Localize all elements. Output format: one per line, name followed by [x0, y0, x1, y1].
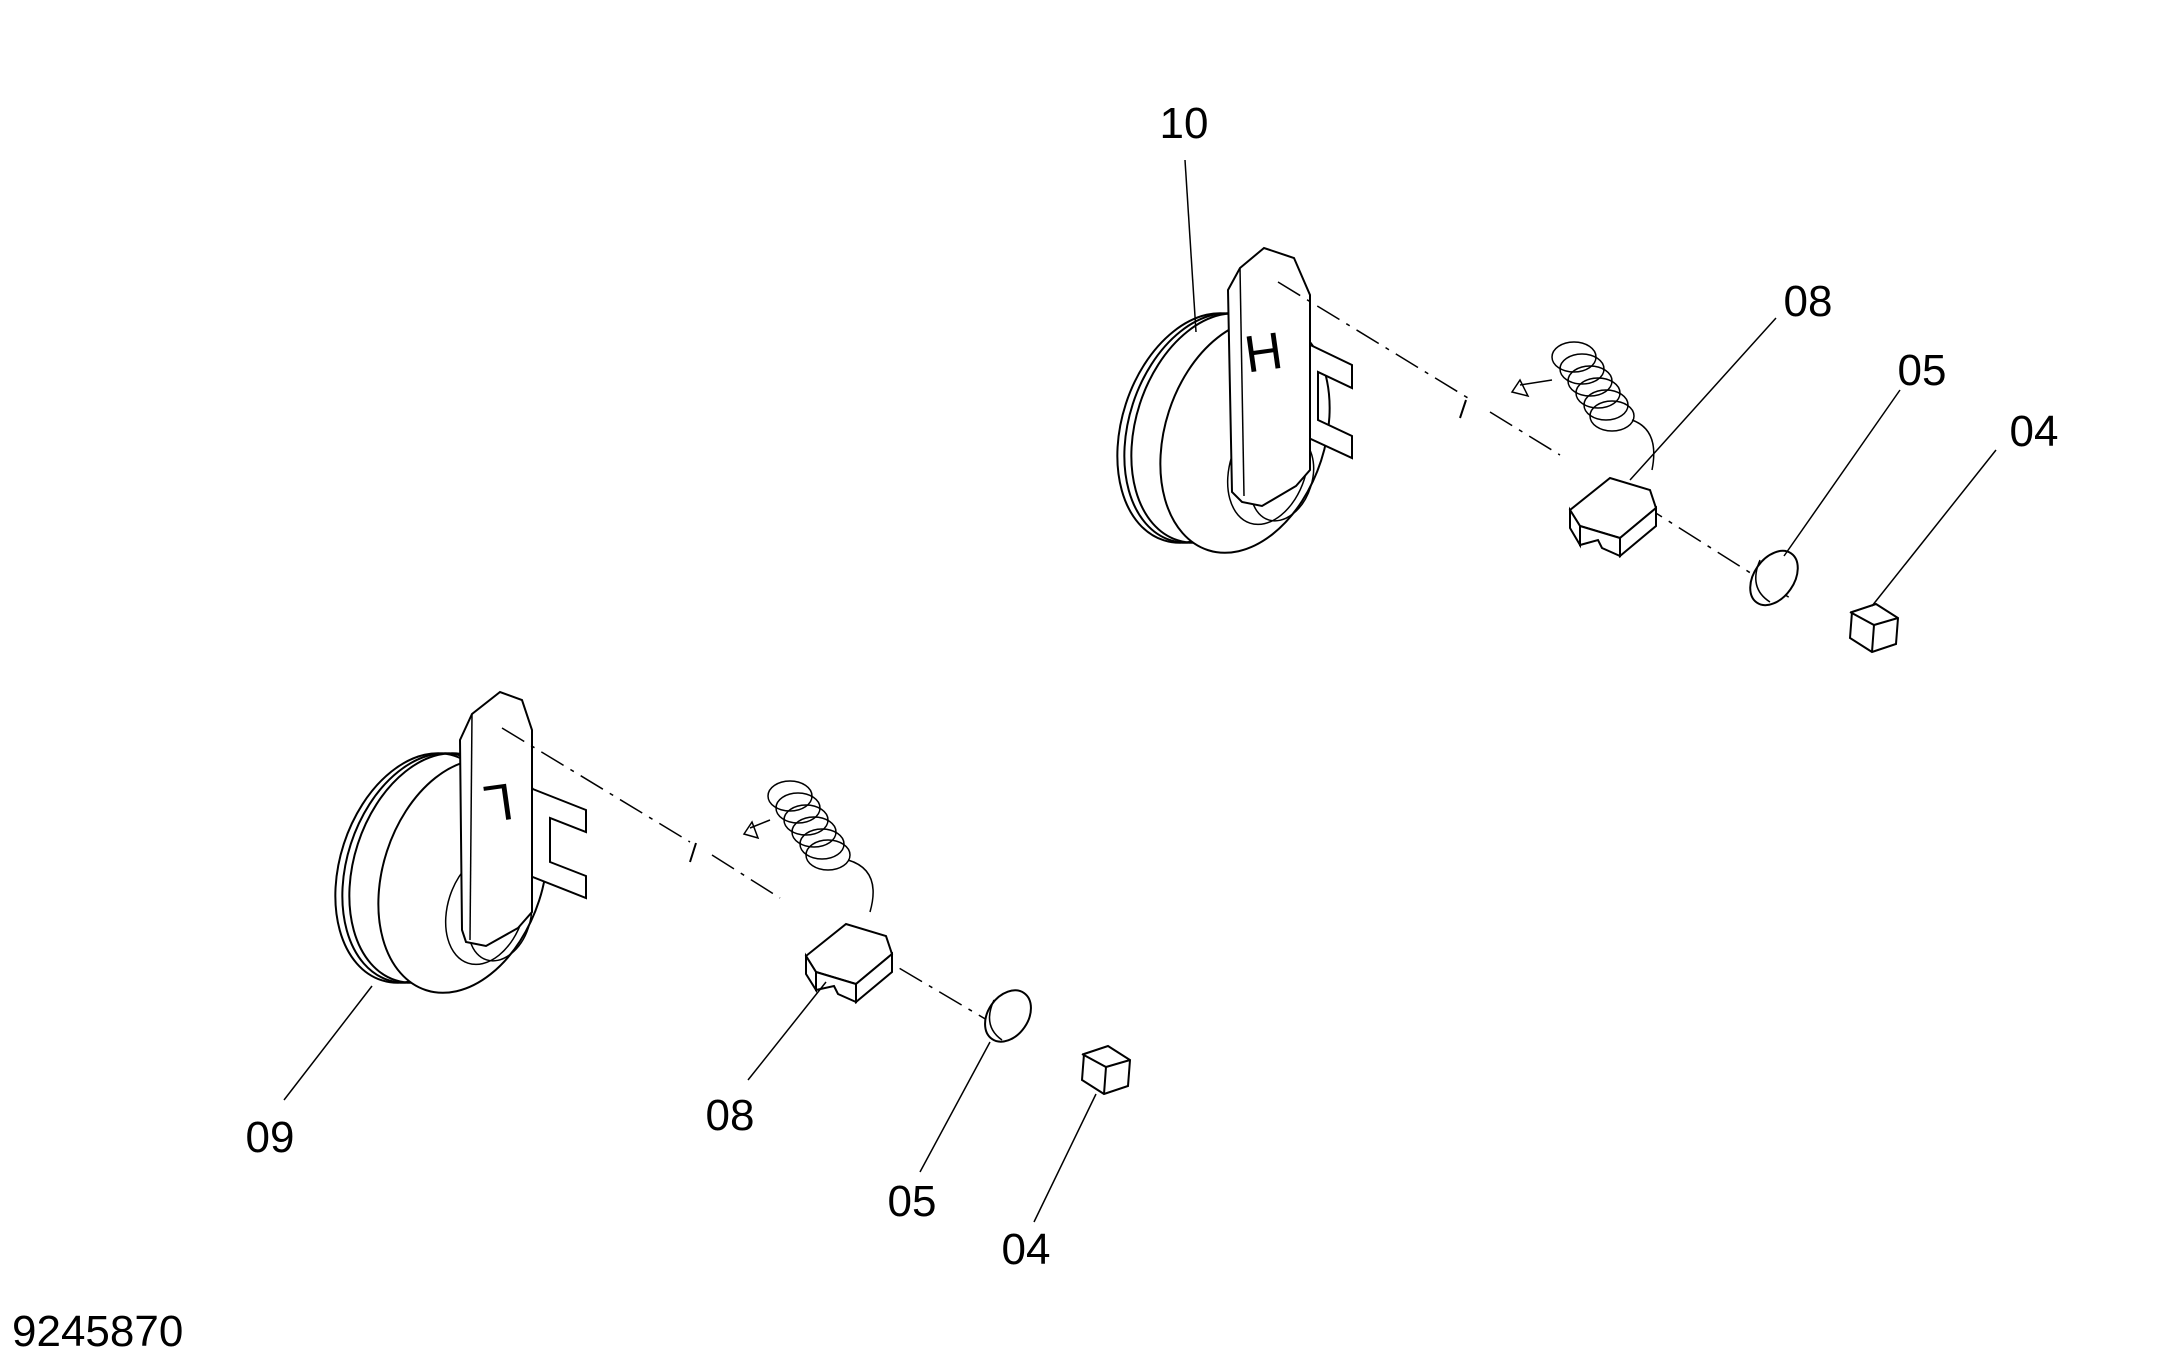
upper-horn-assembly: H [1116, 159, 1997, 654]
leader-lower-nut [1033, 1093, 1097, 1223]
callout-upper-washer: 05 [1898, 346, 1947, 395]
lower-wire-spring [742, 780, 874, 913]
leader-upper-connector [1629, 317, 1777, 481]
lower-bracket-fork [519, 782, 587, 900]
upper-connector [1568, 476, 1658, 559]
upper-wire-spring [1510, 341, 1655, 471]
leader-upper-washer [1783, 389, 1901, 557]
lower-nut [1080, 1044, 1132, 1096]
leader-upper-horn [1184, 159, 1197, 333]
upper-bracket-plate [1226, 246, 1311, 508]
callout-upper-nut: 04 [2010, 407, 2059, 456]
upper-bracket-fork [1299, 338, 1353, 460]
upper-nut [1848, 602, 1900, 654]
lower-center-tick [689, 842, 697, 863]
callout-lower-connector: 08 [706, 1091, 755, 1140]
leader-upper-nut [1871, 449, 1997, 607]
leader-lower-washer [919, 1041, 991, 1173]
upper-washer [1749, 549, 1799, 607]
leader-lower-connector [747, 981, 827, 1081]
upper-bracket-mark: H [1241, 322, 1286, 385]
upper-center-tick [1459, 399, 1467, 419]
callout-upper-connector: 08 [1784, 277, 1833, 326]
callout-lower-horn: 09 [246, 1113, 295, 1162]
callout-upper-horn: 10 [1160, 99, 1209, 148]
upper-center-line [1277, 281, 1791, 599]
callout-lower-nut: 04 [1002, 1225, 1051, 1274]
lower-center-line [501, 727, 1005, 1031]
lower-connector [804, 922, 894, 1005]
lower-washer [984, 989, 1032, 1043]
leader-lower-horn [283, 985, 373, 1101]
callout-lower-washer: 05 [888, 1177, 937, 1226]
lower-bracket-plate [458, 690, 533, 948]
document-number: 9245870 [12, 1307, 183, 1352]
lower-horn-assembly: L [283, 690, 1132, 1223]
